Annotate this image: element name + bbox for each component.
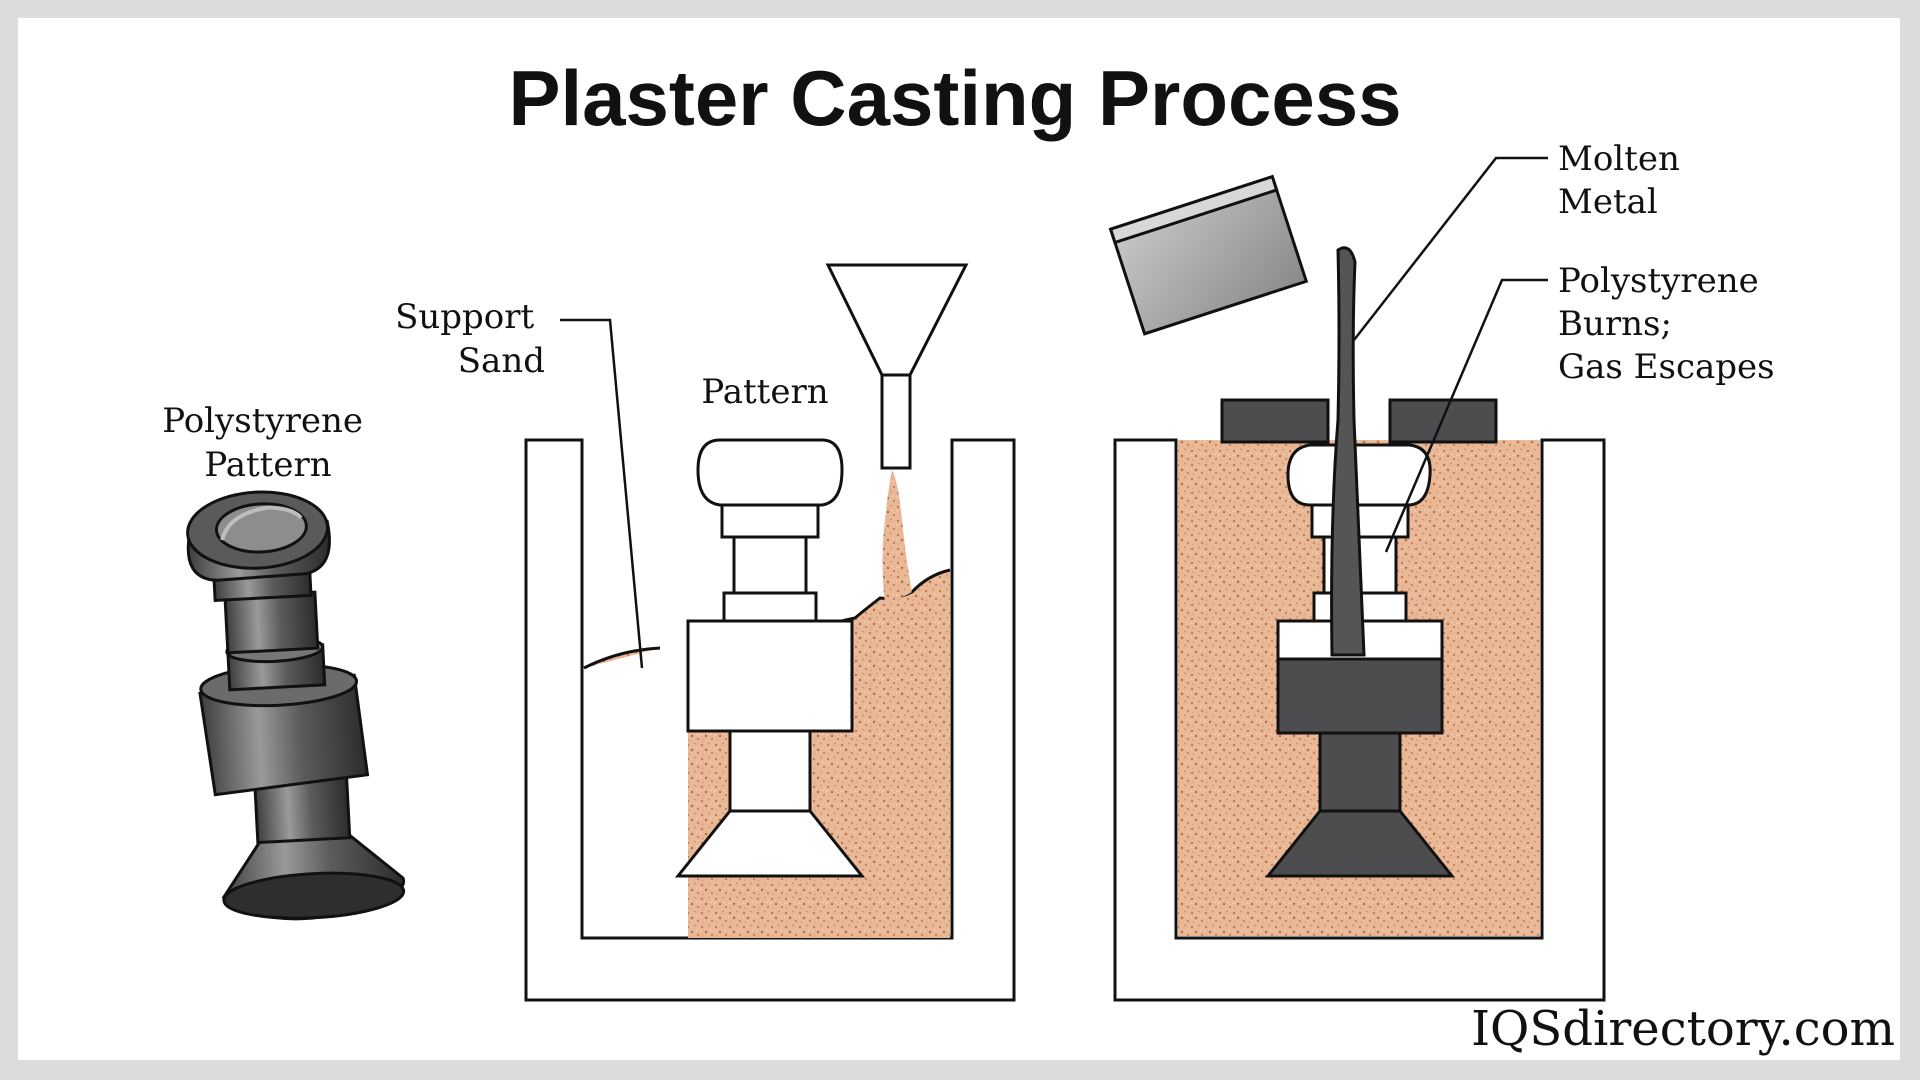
- label-support-sand: Support Sand: [395, 297, 545, 381]
- label-molten-metal: Molten Metal: [1558, 139, 1691, 222]
- mold-plate-left: [1220, 398, 1330, 444]
- label-polystyrene-burns-line3: Gas Escapes: [1558, 347, 1775, 387]
- pouring-flask: [1108, 174, 1606, 1002]
- label-molten-metal-line2: Metal: [1558, 182, 1658, 222]
- label-support-sand-line1: Support: [395, 297, 534, 337]
- label-polystyrene-pattern: Polystyrene Pattern: [162, 401, 374, 485]
- molten-metal-stream: [1330, 246, 1366, 657]
- label-molten-metal-line1: Molten: [1558, 139, 1680, 179]
- pattern-in-sand: [674, 438, 866, 878]
- label-polystyrene-pattern-line1: Polystyrene: [162, 401, 363, 441]
- molten-metal-leader: [1353, 156, 1548, 341]
- label-support-sand-line2: Sand: [458, 341, 545, 381]
- support-sand-leader: [560, 318, 644, 669]
- ladle-icon: [1108, 174, 1309, 336]
- label-polystyrene-burns-line2: Burns;: [1558, 304, 1672, 344]
- polystyrene-burns-leader: [1384, 278, 1548, 553]
- sand-filling-flask: [524, 263, 1016, 1002]
- label-pattern: Pattern: [701, 372, 828, 412]
- label-polystyrene-burns-line1: Polystyrene: [1558, 261, 1759, 301]
- brand-watermark: IQSdirectory.com: [1471, 1001, 1895, 1057]
- diagram-title: Plaster Casting Process: [508, 54, 1401, 142]
- funnel-icon: [825, 263, 969, 470]
- polystyrene-pattern-3d: [186, 490, 406, 921]
- label-polystyrene-burns: Polystyrene Burns; Gas Escapes: [1558, 261, 1775, 387]
- label-polystyrene-pattern-line2: Pattern: [204, 445, 331, 485]
